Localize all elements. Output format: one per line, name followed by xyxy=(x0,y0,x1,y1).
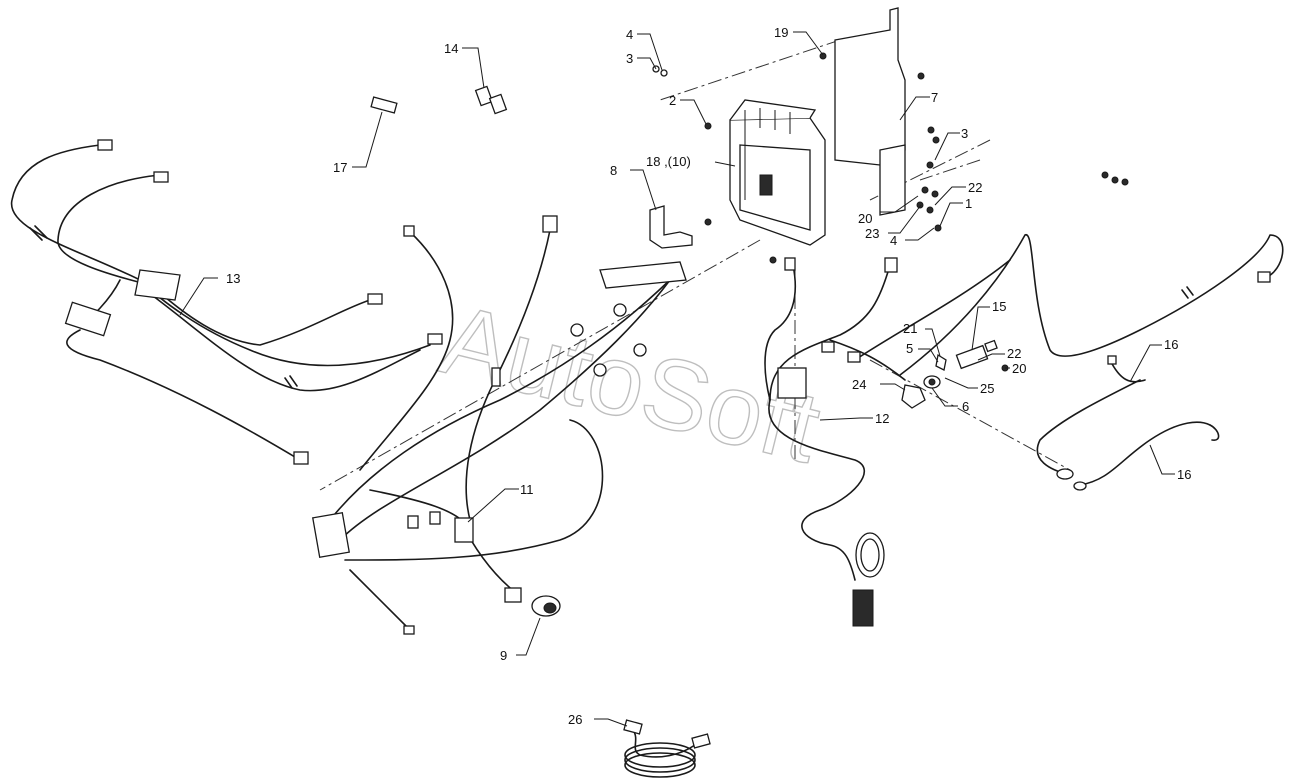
part-9-switch xyxy=(504,587,561,617)
harness-13 xyxy=(10,139,443,465)
callout-22-top: 22 xyxy=(968,180,982,195)
callout-16-top: 16 xyxy=(1164,337,1178,352)
callout-20-right: 20 xyxy=(1012,361,1026,376)
part-17-connector xyxy=(370,96,398,114)
callout-14: 14 xyxy=(444,41,458,56)
callout-26: 26 xyxy=(568,712,582,727)
callout-13: 13 xyxy=(226,271,240,286)
callout-12: 12 xyxy=(875,411,889,426)
callout-23: 23 xyxy=(865,226,879,241)
callout-labels: 14 4 3 2 19 7 3 8 18 ,(10) 17 13 22 20 2… xyxy=(226,25,1191,727)
fasteners xyxy=(652,52,1129,264)
callout-7: 7 xyxy=(931,90,938,105)
callout-25: 25 xyxy=(980,381,994,396)
callout-11: 11 xyxy=(520,482,534,497)
callout-1: 1 xyxy=(965,196,972,211)
part-8-bracket xyxy=(649,205,693,249)
part-7-mounting-bracket xyxy=(834,7,906,216)
leader-lines xyxy=(179,31,1175,727)
callout-21: 21 xyxy=(903,321,917,336)
callout-6: 6 xyxy=(962,399,969,414)
callout-5: 5 xyxy=(906,341,913,356)
callout-9: 9 xyxy=(500,648,507,663)
callout-19: 19 xyxy=(774,25,788,40)
callout-8: 8 xyxy=(610,163,617,178)
sensor-assembly xyxy=(901,339,1009,409)
part-18-control-unit xyxy=(729,99,826,246)
part-26-ground-cable xyxy=(623,719,711,778)
harness-16 xyxy=(1036,355,1220,491)
callout-22-right: 22 xyxy=(1007,346,1021,361)
callout-24: 24 xyxy=(852,377,866,392)
part-14-fuses xyxy=(474,85,508,115)
callout-3-top: 3 xyxy=(626,51,633,66)
callout-18-10: 18 ,(10) xyxy=(646,154,691,169)
callout-16-bottom: 16 xyxy=(1177,467,1191,482)
callout-20-top: 20 xyxy=(858,211,872,226)
harness-12 xyxy=(764,234,1284,627)
callout-2: 2 xyxy=(669,93,676,108)
callout-3-right: 3 xyxy=(961,126,968,141)
watermark: AutoSoft xyxy=(431,283,831,485)
callout-15: 15 xyxy=(992,299,1006,314)
callout-17: 17 xyxy=(333,160,347,175)
callout-4-right: 4 xyxy=(890,233,897,248)
callout-4-top: 4 xyxy=(626,27,633,42)
